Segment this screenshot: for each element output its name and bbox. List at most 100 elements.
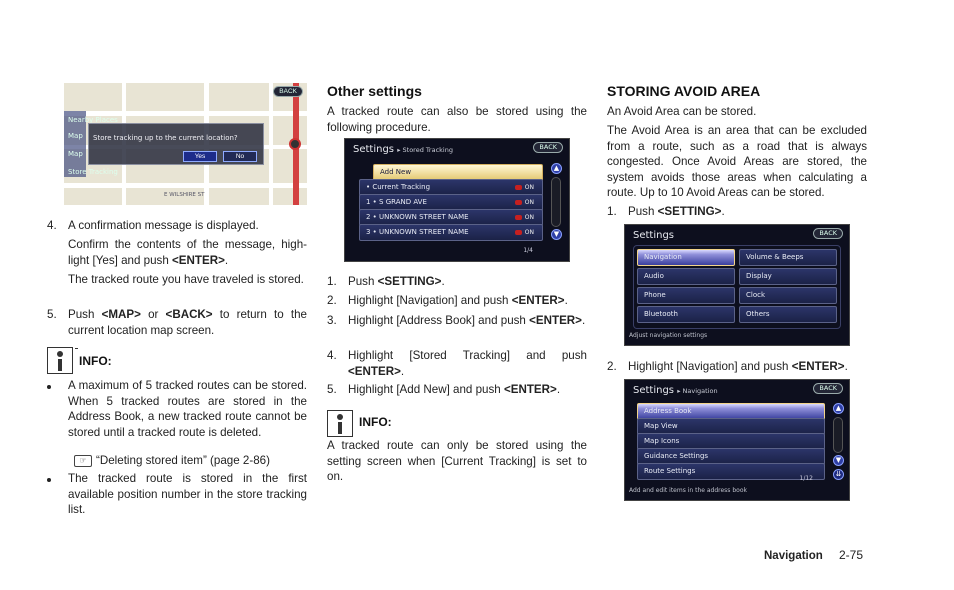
item-label: 2 • UNKNOWN STREET NAME [366, 213, 469, 221]
step-2: 2. Highlight [Navigation] and push <ENTE… [607, 359, 867, 375]
key-label: <ENTER> [348, 364, 401, 378]
key-label: <SETTING> [377, 275, 442, 288]
text: Push [68, 308, 102, 321]
scrollbar[interactable] [833, 417, 843, 453]
screen-footer-hint: Add and edit items in the address book [629, 486, 747, 494]
street-label: E WILSHIRE ST [164, 192, 205, 198]
menu-volume-beeps[interactable]: Volume & Beeps [739, 249, 837, 266]
step-text: Highlight [Address Book] and push <ENTER… [327, 313, 587, 329]
step-2: 2. Highlight [Navigation] and push <ENTE… [327, 293, 587, 309]
text: . [556, 383, 561, 396]
key-label: <ENTER> [503, 383, 557, 396]
text: . [581, 314, 586, 327]
menu-others[interactable]: Others [739, 306, 837, 323]
side-item[interactable]: Map [68, 150, 83, 158]
key-label: <MAP> [101, 308, 141, 321]
info-title: INFO: [359, 415, 392, 429]
step-text: Highlight [Stored Tracking] and push <EN… [327, 348, 587, 379]
key-label: <ENTER> [172, 253, 225, 267]
step-number: 2. [327, 294, 337, 307]
back-button[interactable]: BACK [813, 228, 843, 239]
text: Push [348, 275, 378, 288]
scroll-up-icon[interactable]: ▲ [551, 163, 562, 174]
key-label: <BACK> [165, 308, 213, 321]
yes-button[interactable]: Yes [183, 151, 217, 162]
back-button[interactable]: BACK [813, 383, 843, 394]
info-icon [327, 410, 353, 437]
subtitle-text: ▸ Stored Tracking [397, 146, 453, 154]
step-text: Highlight [Navigation] and push <ENTER>. [607, 359, 867, 375]
menu-audio[interactable]: Audio [637, 268, 735, 285]
text: . [224, 253, 229, 267]
cross-reference[interactable]: ☞ “Deleting stored item” (page 2-86) [74, 453, 314, 469]
item-label: • Current Tracking [366, 183, 431, 191]
step-text: A confirmation message is displayed. [68, 219, 259, 232]
intro-text: A tracked route can also be stored using… [327, 105, 587, 134]
text: . [844, 360, 848, 373]
section-heading: STORING AVOID AREA [607, 83, 761, 99]
step-number: 4. [47, 219, 57, 232]
map-road [64, 183, 307, 188]
scroll-down-icon[interactable]: ▼ [551, 229, 562, 240]
map-side-menu [64, 111, 86, 177]
on-indicator: ON [515, 228, 534, 237]
step-number: 4. [327, 349, 337, 362]
key-label: <SETTING> [657, 205, 722, 218]
info-title: INFO: [79, 354, 112, 368]
step-number: 1. [607, 205, 617, 218]
menu-navigation[interactable]: Navigation [637, 249, 735, 266]
on-indicator: ON [515, 183, 534, 192]
step-number: 5. [327, 383, 337, 396]
key-label: <ENTER> [529, 314, 582, 327]
menu-phone[interactable]: Phone [637, 287, 735, 304]
divider [75, 348, 78, 349]
key-label: <ENTER> [791, 360, 845, 373]
text: Highlight [Address Book] and push [348, 314, 530, 327]
no-button[interactable]: No [223, 151, 257, 162]
page-reference-icon: ☞ [74, 454, 92, 467]
side-item[interactable]: Nearby Places [68, 116, 118, 124]
compass-icon [289, 138, 301, 150]
info-bullet-1: A maximum of 5 tracked routes can be sto… [47, 378, 307, 440]
text: Highlight [Navigation] and push [628, 360, 792, 373]
text: to return to the current location map sc… [68, 308, 307, 337]
step-1: 1. Push <SETTING>. [327, 274, 587, 290]
dialog-message: Store tracking up to the current locatio… [93, 134, 238, 142]
step-text: Push <SETTING>. [327, 274, 587, 290]
settings-screen-image: Settings BACK Navigation Audio Phone Blu… [624, 224, 850, 346]
menu-display[interactable]: Display [739, 268, 837, 285]
side-item[interactable]: Store Tracking [68, 168, 118, 176]
step-4-detail-1: Confirm the contents of the message, hig… [68, 237, 307, 268]
menu-clock[interactable]: Clock [739, 287, 837, 304]
back-button[interactable]: BACK [533, 142, 563, 153]
confirm-dialog: Store tracking up to the current locatio… [88, 123, 264, 165]
menu-route-settings[interactable]: Route Settings [637, 463, 825, 480]
step-number: 3. [327, 314, 337, 327]
info-icon [47, 347, 73, 374]
map-back-button[interactable]: BACK [273, 86, 303, 97]
reference-text: “Deleting stored item” (page 2-86) [96, 454, 270, 467]
step-5: 5. Push <MAP> or <BACK> to return to the… [47, 307, 307, 338]
footer-section-name: Navigation [764, 550, 823, 562]
scrollbar[interactable] [551, 177, 561, 227]
section-heading: Other settings [327, 83, 422, 99]
subtitle-text: ▸ Navigation [677, 387, 718, 395]
step-number: 5. [47, 308, 57, 321]
step-3: 3. Highlight [Address Book] and push <EN… [327, 313, 587, 329]
info-text: A tracked route can only be stored using… [327, 439, 587, 483]
text: Push [628, 205, 658, 218]
menu-bluetooth[interactable]: Bluetooth [637, 306, 735, 323]
page-indicator: 1/12 [799, 474, 813, 482]
paragraph: An Avoid Area can be stored. [607, 105, 757, 118]
title-text: Settings [353, 144, 395, 155]
paragraph: The Avoid Area is an area that can be ex… [607, 124, 867, 199]
bullet-text: The tracked route is stored in the first… [68, 472, 307, 516]
scroll-up-icon[interactable]: ▲ [833, 403, 844, 414]
scroll-down-icon[interactable]: ▼ [833, 455, 844, 466]
item-label: 1 • S GRAND AVE [366, 198, 427, 206]
on-indicator: ON [515, 198, 534, 207]
map-screen-image: BACK Nearby Places Map Map Store Trackin… [64, 83, 307, 205]
scroll-bottom-icon[interactable]: ⇊ [833, 469, 844, 480]
side-item[interactable]: Map [68, 132, 83, 140]
